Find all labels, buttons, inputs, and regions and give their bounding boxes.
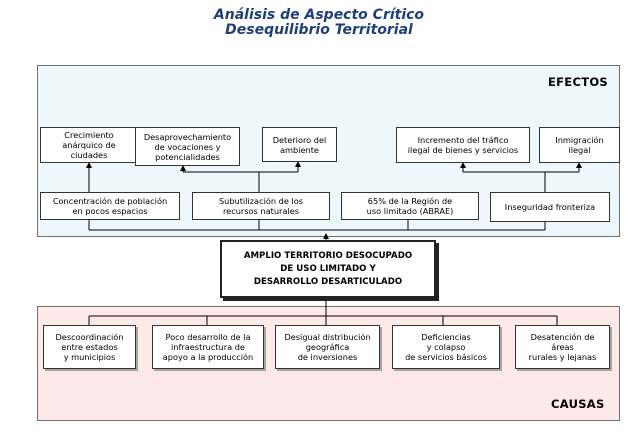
cause-descoordinacion: Descoordinación entre estados y municipi… [43, 325, 136, 369]
effect-crecimiento-anarquico: Crecimiento anárquico de ciudades [40, 127, 138, 163]
effect-subutilizacion-recursos: Subutilización de los recursos naturales [192, 192, 330, 220]
diagram-subtitle: Desequilibrio Territorial [225, 22, 413, 38]
cause-areas-rurales: Desatención de áreas rurales y lejanas [515, 325, 610, 369]
diagram-title: Análisis de Aspecto Crítico [213, 7, 425, 23]
effect-deterioro-ambiente: Deterioro del ambiente [262, 127, 337, 162]
effect-inseguridad-fronteriza: Inseguridad fronteriza [490, 192, 610, 222]
effect-trafico-ilegal: Incremento del tráfico ilegal de bienes … [396, 127, 530, 163]
central-problem-box: AMPLIO TERRITORIO DESOCUPADO DE USO LIMI… [220, 240, 436, 298]
efectos-label: EFECTOS [548, 75, 609, 89]
causas-label: CAUSAS [551, 397, 605, 411]
effect-desaprovechamiento: Desaprovechamiento de vocaciones y poten… [135, 127, 240, 166]
cause-servicios-basicos: Deficiencias y colapso de servicios bási… [392, 325, 500, 369]
effect-inmigracion-ilegal: Inmigración ilegal [539, 127, 620, 163]
cause-distribucion-inversiones: Desigual distribución geográfica de inve… [275, 325, 380, 369]
effect-region-uso-limitado: 65% de la Región de uso limitado (ABRAE) [341, 192, 479, 220]
cause-infraestructura: Poco desarrollo de la infraestructura de… [152, 325, 264, 369]
effect-concentracion-poblacion: Concentración de población en pocos espa… [40, 192, 180, 220]
